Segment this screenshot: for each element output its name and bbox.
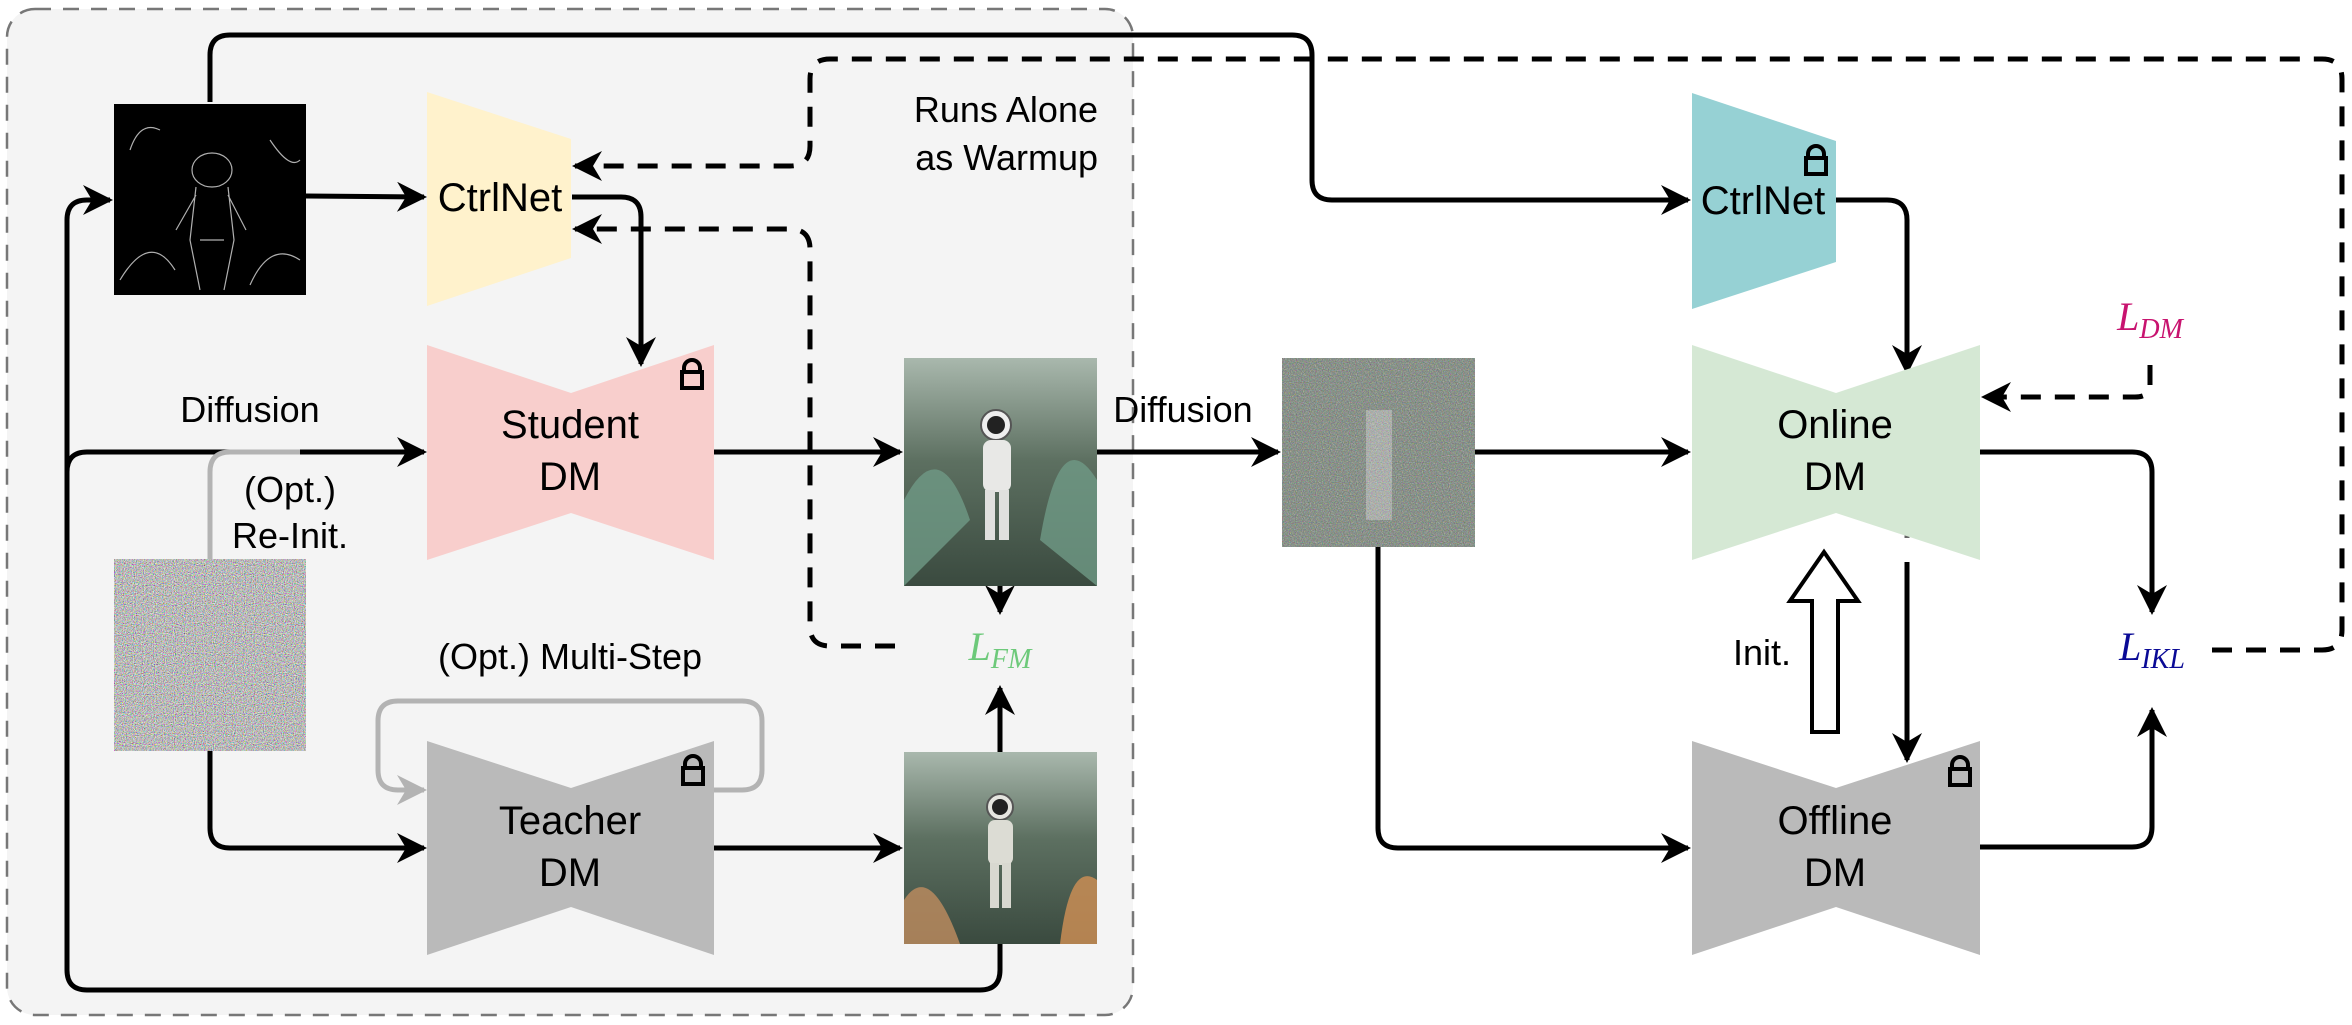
loss-fm: LFM	[968, 624, 1033, 675]
feedback-bus	[64, 185, 1003, 993]
student-output-image	[904, 358, 1097, 586]
edge-map-image	[114, 104, 306, 295]
likl-to-ctrlnet-dashed-arrow	[572, 56, 2345, 653]
online-ctrlnet-shape	[1692, 93, 1836, 309]
offline-dm-shape	[1692, 741, 1980, 955]
reinit-grey-line	[207, 449, 300, 559]
teacher-output-image	[904, 752, 1097, 944]
offline-dm-block: Offline DM	[1692, 741, 1980, 955]
multistep-label: (Opt.) Multi-Step	[438, 636, 702, 677]
student-dm-block: Student DM	[427, 345, 714, 560]
student-dm-shape	[427, 345, 714, 560]
student-ctrlnet-shape	[427, 92, 571, 306]
ldm-to-online-dashed-arrow	[1981, 365, 2153, 412]
noised-output-image	[1282, 358, 1475, 547]
online-dm-shape	[1692, 345, 1980, 560]
loss-fm-main: L	[968, 624, 991, 669]
diffusion-to-student-arrow	[64, 437, 427, 473]
loss-dm-main: L	[2116, 294, 2139, 339]
noisy-to-offline-arrow	[1375, 547, 1691, 863]
student-dm-label-line1: Student	[501, 403, 639, 447]
student-dm-label-line2: DM	[539, 455, 601, 499]
loss-ikl: LIKL	[2118, 624, 2185, 675]
loss-ikl-main: L	[2118, 624, 2141, 669]
warmup-label-line1: Runs Alone	[914, 89, 1098, 130]
loss-dm: LDM	[2116, 294, 2184, 345]
lock-icon	[681, 754, 705, 786]
online-ctrlnet-block: CtrlNet	[1692, 93, 1836, 309]
noise-image	[114, 559, 306, 751]
online-to-likl-arrow	[1980, 449, 2167, 615]
offline-dm-label-line2: DM	[1804, 851, 1866, 895]
student-ctrlnet-block: CtrlNet	[427, 92, 571, 306]
diffusion-left-label: Diffusion	[180, 389, 319, 430]
online-ctrlnet-label: CtrlNet	[1701, 179, 1825, 223]
lock-icon	[680, 358, 704, 390]
lock-icon	[1948, 755, 1972, 787]
reinit-label-line1: (Opt.)	[244, 469, 336, 510]
online-dm-label-line1: Online	[1777, 403, 1893, 447]
warmup-label-line2: as Warmup	[915, 137, 1098, 178]
loss-fm-sub: FM	[990, 644, 1033, 675]
online-dm-block: Online DM	[1692, 345, 1980, 560]
edge-to-ctrlnet-arrow	[305, 181, 427, 212]
init-arrow-icon	[1786, 548, 1862, 734]
teacher-dm-label-line2: DM	[539, 851, 601, 895]
lfm-to-ctrlnet-dashed-arrow	[572, 214, 895, 649]
teacher-dm-label-line1: Teacher	[499, 799, 641, 843]
online-ctrlnet-to-offline-arrow	[1836, 197, 1922, 375]
noise-to-teacher-arrow	[207, 751, 427, 863]
online-dm-label-line2: DM	[1804, 455, 1866, 499]
reinit-label-line2: Re-Init.	[232, 515, 348, 556]
offline-dm-label-line1: Offline	[1778, 799, 1893, 843]
offline-to-likl-arrow	[1980, 707, 2167, 850]
diffusion-right-label: Diffusion	[1113, 389, 1252, 430]
teacher-dm-block: Teacher DM	[427, 741, 714, 955]
loss-dm-sub: DM	[2138, 314, 2184, 345]
init-label: Init.	[1733, 632, 1791, 673]
loss-ikl-sub: IKL	[2140, 644, 2185, 675]
edge-to-online-ctrlnet-arrow	[207, 32, 1691, 215]
teacher-dm-shape	[427, 741, 714, 955]
multistep-loop-arrow	[375, 698, 765, 805]
ctrlnet-to-student-arrow	[572, 194, 656, 367]
lock-icon	[1804, 144, 1828, 176]
student-ctrlnet-label: CtrlNet	[438, 176, 562, 220]
